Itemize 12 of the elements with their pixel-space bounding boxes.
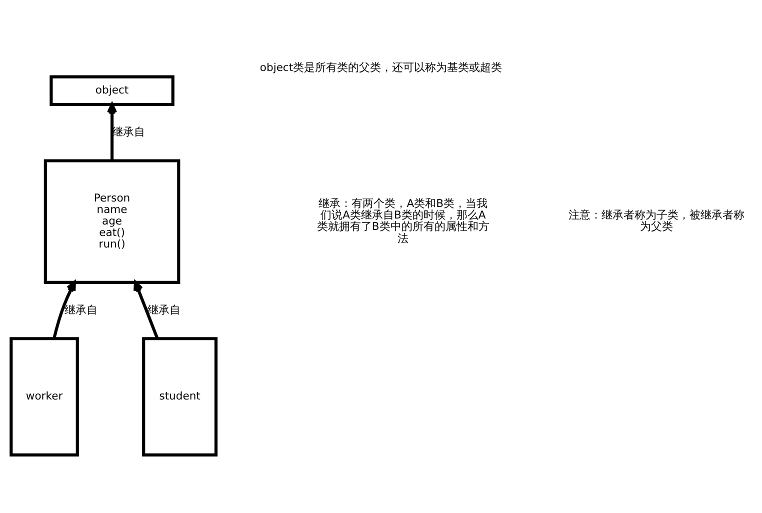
label: 继承：有两个类，A类和B类，当我们说A类继承自B类的时候，那么A类就拥有了B类中的所有的属性和方法 — [316, 196, 490, 244]
node-box: Person name age eat() run() — [44, 158, 180, 284]
diagram-title: object类是所有类的父类，还可以称为基类或超类 — [260, 60, 502, 74]
edge-label: 继承自 — [148, 302, 181, 316]
arrow — [52, 280, 76, 338]
node-box: worker — [10, 336, 79, 456]
arrow — [107, 102, 118, 160]
node-box: student — [142, 336, 218, 456]
label: 注意：继承者称为子类，被继承者称为父类 — [568, 208, 745, 233]
arrow — [134, 280, 159, 338]
edge-label: 继承自 — [64, 302, 98, 316]
node-box: object — [50, 74, 174, 106]
